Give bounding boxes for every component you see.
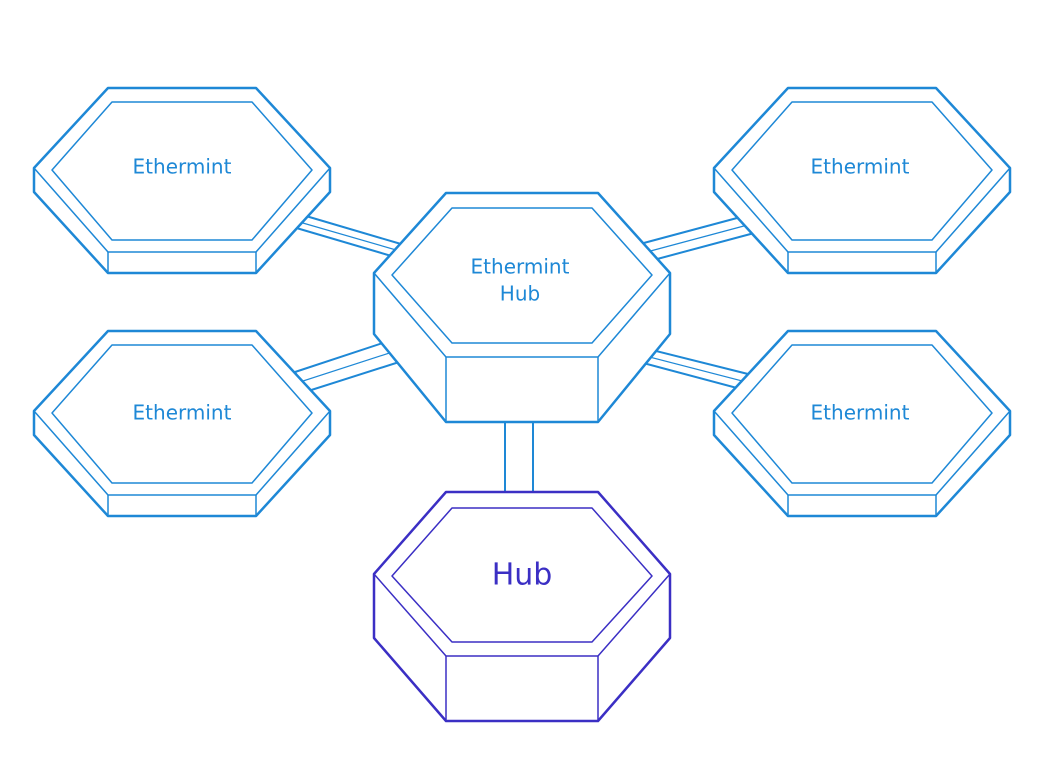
ethermint-label-bottom-left: Ethermint	[133, 401, 232, 425]
ethermint-label-bottom-right: Ethermint	[811, 401, 910, 425]
ethermint-label-top-right: Ethermint	[811, 155, 910, 179]
ethermint-node-bottom-right: Ethermint	[712, 329, 1012, 518]
ethermint-node-top-right: Ethermint	[712, 86, 1012, 275]
connector-top-right-edge	[642, 222, 756, 254]
ethermint-hub-node: Ethermint Hub	[372, 191, 672, 424]
hub-node: Hub	[372, 490, 672, 723]
ethermint-label-top-left: Ethermint	[133, 155, 232, 179]
connector-top-left-edge	[288, 218, 404, 253]
ethermint-hub-label-line2: Hub	[500, 282, 540, 306]
ethermint-node-bottom-left: Ethermint	[32, 329, 332, 518]
hub-label: Hub	[492, 558, 553, 593]
ethermint-node-top-left: Ethermint	[32, 86, 332, 275]
ethermint-hub-label-line1: Ethermint	[471, 255, 570, 279]
